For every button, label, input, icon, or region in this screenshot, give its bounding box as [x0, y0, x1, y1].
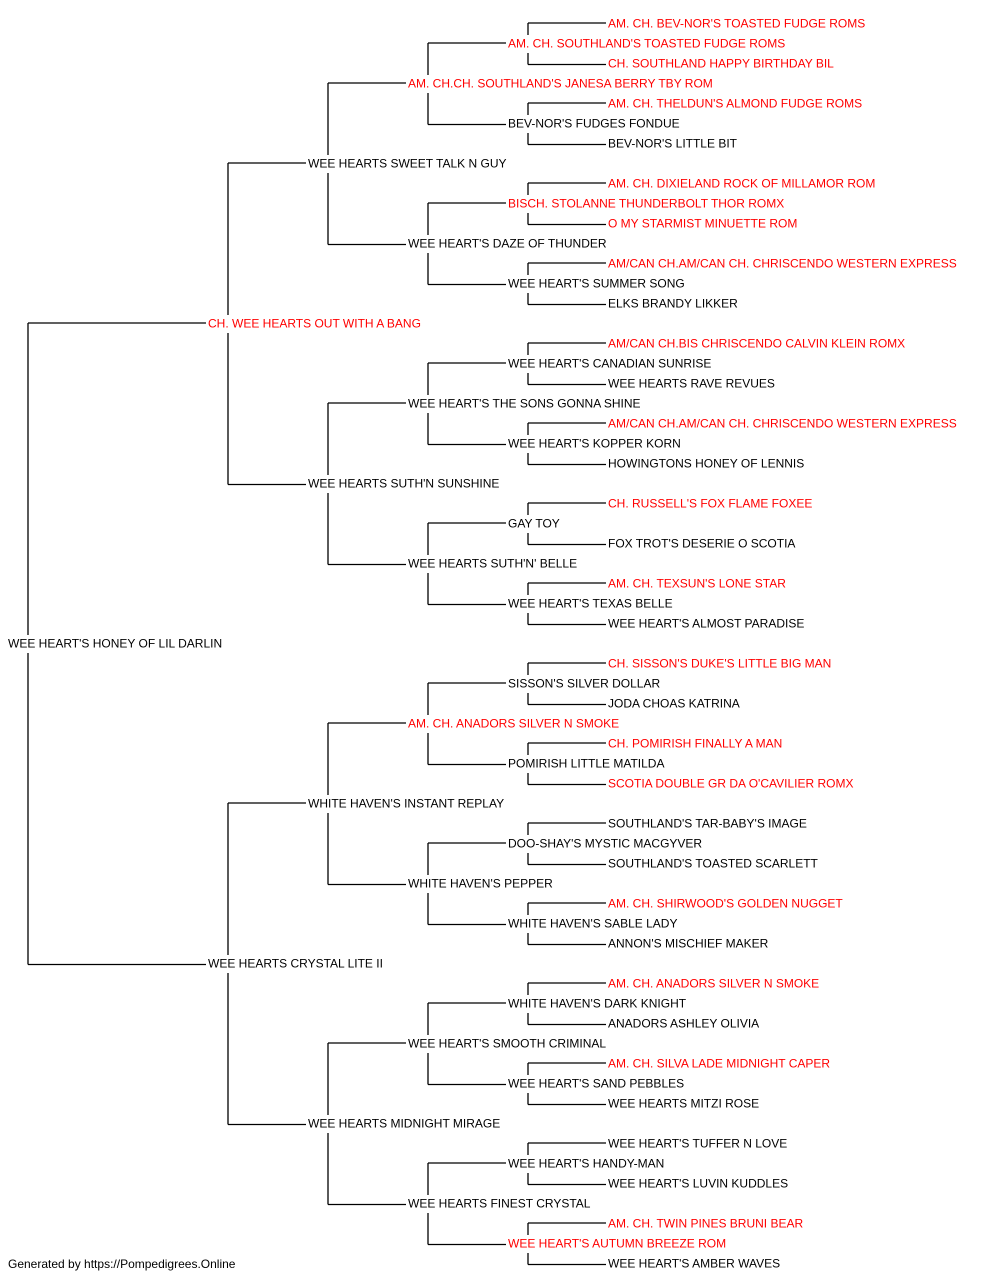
dog-name-root-s-d-s: WEE HEART'S THE SONS GONNA SHINE: [408, 397, 641, 411]
dog-name-root-d-d-d-s-s: WEE HEART'S TUFFER N LOVE: [608, 1137, 787, 1151]
dog-name-root: WEE HEART'S HONEY OF LIL DARLIN: [8, 637, 222, 651]
dog-name-root-d-d-s-s: WHITE HAVEN'S DARK KNIGHT: [508, 997, 687, 1011]
dog-name-root-s-d-s-s-s: AM/CAN CH.BIS CHRISCENDO CALVIN KLEIN RO…: [608, 337, 905, 351]
dog-name-root-s-d-d-d-s: AM. CH. TEXSUN'S LONE STAR: [608, 577, 786, 591]
dog-name-root-d-s-d: WHITE HAVEN'S PEPPER: [408, 877, 553, 891]
dog-name-root-d-d-s-s-d: ANADORS ASHLEY OLIVIA: [608, 1017, 759, 1031]
dog-name-root-d-s-s: AM. CH. ANADORS SILVER N SMOKE: [408, 717, 619, 731]
dog-name-root-s-d: WEE HEARTS SUTH'N SUNSHINE: [308, 477, 499, 491]
dog-name-root-s-d-d-s-s: CH. RUSSELL'S FOX FLAME FOXEE: [608, 497, 812, 511]
dog-name-root-s-d-d-d: WEE HEART'S TEXAS BELLE: [508, 597, 673, 611]
dog-name-root-d-s-s-s-d: JODA CHOAS KATRINA: [608, 697, 740, 711]
dog-name-root-s-d-s-d: WEE HEART'S KOPPER KORN: [508, 437, 681, 451]
dog-name-root-s-s-s-d-s: AM. CH. THELDUN'S ALMOND FUDGE ROMS: [608, 97, 862, 111]
dog-name-root-d-s-d-s-s: SOUTHLAND'S TAR-BABY'S IMAGE: [608, 817, 807, 831]
dog-name-root-s-s-d: WEE HEART'S DAZE OF THUNDER: [408, 237, 607, 251]
dog-name-root-s-d-d: WEE HEARTS SUTH'N' BELLE: [408, 557, 577, 571]
dog-name-root-d-s: WHITE HAVEN'S INSTANT REPLAY: [308, 797, 504, 811]
dog-name-root-d-s-d-s: DOO-SHAY'S MYSTIC MACGYVER: [508, 837, 702, 851]
dog-name-root-s-s-d-s-d: O MY STARMIST MINUETTE ROM: [608, 217, 797, 231]
dog-name-root-s-s-d-d: WEE HEART'S SUMMER SONG: [508, 277, 685, 291]
dog-name-root-s-d-s-s-d: WEE HEARTS RAVE REVUES: [608, 377, 775, 391]
dog-name-root-d-s-s-s: SISSON'S SILVER DOLLAR: [508, 677, 660, 691]
dog-name-root-s-s-s-s-d: CH. SOUTHLAND HAPPY BIRTHDAY BIL: [608, 57, 834, 71]
dog-name-root-d-s-s-d-d: SCOTIA DOUBLE GR DA O'CAVILIER ROMX: [608, 777, 853, 791]
dog-name-root-s-d-s-d-s: AM/CAN CH.AM/CAN CH. CHRISCENDO WESTERN …: [608, 417, 957, 431]
dog-name-root-s-s-s-d-d: BEV-NOR'S LITTLE BIT: [608, 137, 738, 151]
dog-name-root-d-s-s-s-s: CH. SISSON'S DUKE'S LITTLE BIG MAN: [608, 657, 831, 671]
dog-name-root-d-d-d: WEE HEARTS FINEST CRYSTAL: [408, 1197, 591, 1211]
dog-name-root-d-s-s-d-s: CH. POMIRISH FINALLY A MAN: [608, 737, 782, 751]
dog-name-root-s-s-s-s-s: AM. CH. BEV-NOR'S TOASTED FUDGE ROMS: [608, 17, 865, 31]
pedigree-labels: WEE HEART'S HONEY OF LIL DARLIN CH. WEE H…: [8, 17, 957, 1271]
dog-name-root-s-s-d-d-d: ELKS BRANDY LIKKER: [608, 297, 738, 311]
dog-name-root-s-s-s-s: AM. CH. SOUTHLAND'S TOASTED FUDGE ROMS: [508, 37, 785, 51]
dog-name-root-s-d-d-s: GAY TOY: [508, 517, 560, 531]
dog-name-root-d-s-d-d: WHITE HAVEN'S SABLE LADY: [508, 917, 677, 931]
dog-name-root-d-s-d-d-s: AM. CH. SHIRWOOD'S GOLDEN NUGGET: [608, 897, 843, 911]
dog-name-root-d-d-s: WEE HEART'S SMOOTH CRIMINAL: [408, 1037, 606, 1051]
generated-by-footer: Generated by https://Pompedigrees.Online: [8, 1257, 236, 1271]
dog-name-root-s-d-s-d-d: HOWINGTONS HONEY OF LENNIS: [608, 457, 804, 471]
dog-name-root-s-s-s: AM. CH.CH. SOUTHLAND'S JANESA BERRY TBY …: [408, 77, 713, 91]
dog-name-root-s-d-d-s-d: FOX TROT'S DESERIE O SCOTIA: [608, 537, 795, 551]
dog-name-root-d-s-d-d-d: ANNON'S MISCHIEF MAKER: [608, 937, 769, 951]
dog-name-root-s: CH. WEE HEARTS OUT WITH A BANG: [208, 317, 421, 331]
dog-name-root-d-d: WEE HEARTS MIDNIGHT MIRAGE: [308, 1117, 500, 1131]
dog-name-root-s-s-d-s-s: AM. CH. DIXIELAND ROCK OF MILLAMOR ROM: [608, 177, 875, 191]
dog-name-root-d-d-d-d-d: WEE HEART'S AMBER WAVES: [608, 1257, 780, 1271]
dog-name-root-s-s-s-d: BEV-NOR'S FUDGES FONDUE: [508, 117, 680, 131]
dog-name-root-d-s-s-d: POMIRISH LITTLE MATILDA: [508, 757, 664, 771]
dog-name-root-s-d-d-d-d: WEE HEART'S ALMOST PARADISE: [608, 617, 804, 631]
dog-name-root-d-d-s-s-s: AM. CH. ANADORS SILVER N SMOKE: [608, 977, 819, 991]
dog-name-root-d-s-d-s-d: SOUTHLAND'S TOASTED SCARLETT: [608, 857, 819, 871]
dog-name-root-s-s-d-s: BISCH. STOLANNE THUNDERBOLT THOR ROMX: [508, 197, 784, 211]
dog-name-root-s-d-s-s: WEE HEART'S CANADIAN SUNRISE: [508, 357, 711, 371]
dog-name-root-d-d-s-d-s: AM. CH. SILVA LADE MIDNIGHT CAPER: [608, 1057, 830, 1071]
dog-name-root-d: WEE HEARTS CRYSTAL LITE II: [208, 957, 383, 971]
pedigree-connectors: [27, 22, 606, 1266]
dog-name-root-d-d-d-d: WEE HEART'S AUTUMN BREEZE ROM: [508, 1237, 726, 1251]
dog-name-root-d-d-d-s: WEE HEART'S HANDY-MAN: [508, 1157, 664, 1171]
dog-name-root-s-s-d-d-s: AM/CAN CH.AM/CAN CH. CHRISCENDO WESTERN …: [608, 257, 957, 271]
dog-name-root-s-s: WEE HEARTS SWEET TALK N GUY: [308, 157, 507, 171]
dog-name-root-d-d-s-d-d: WEE HEARTS MITZI ROSE: [608, 1097, 759, 1111]
dog-name-root-d-d-d-d-s: AM. CH. TWIN PINES BRUNI BEAR: [608, 1217, 803, 1231]
dog-name-root-d-d-s-d: WEE HEART'S SAND PEBBLES: [508, 1077, 684, 1091]
dog-name-root-d-d-d-s-d: WEE HEART'S LUVIN KUDDLES: [608, 1177, 788, 1191]
